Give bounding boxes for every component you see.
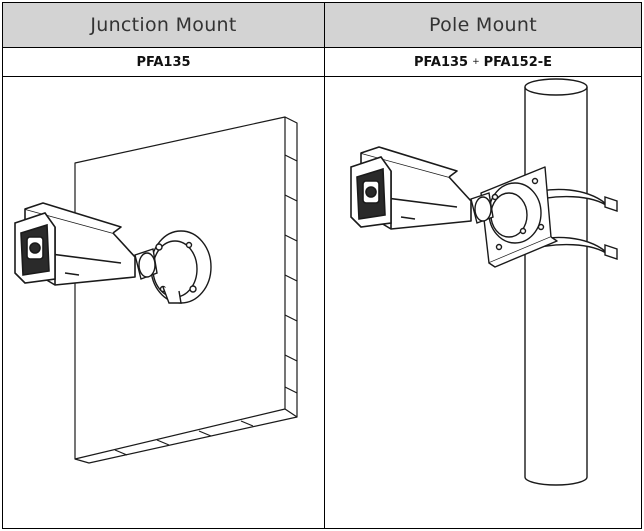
- table-image-row: [3, 77, 641, 528]
- model-pole-primary: PFA135: [413, 54, 469, 70]
- table-header-row: Junction Mount Pole Mount: [3, 3, 641, 48]
- model-junction: PFA135: [136, 54, 191, 70]
- model-pole-secondary: PFA152-E: [483, 54, 553, 70]
- model-cell-pole: PFA135 + PFA152-E: [325, 48, 641, 76]
- header-cell-pole: Pole Mount: [325, 3, 641, 47]
- table-model-row: PFA135 PFA135 + PFA152-E: [3, 48, 641, 77]
- pole-mount-illustration: [350, 78, 618, 486]
- image-cell-junction: [3, 77, 325, 528]
- model-cell-junction: PFA135: [3, 48, 325, 76]
- junction-mount-illustration: [14, 116, 298, 464]
- header-pole-mount: Pole Mount: [429, 14, 537, 36]
- header-junction-mount: Junction Mount: [90, 14, 237, 36]
- image-cell-pole: [325, 77, 641, 528]
- header-cell-junction: Junction Mount: [3, 3, 325, 47]
- model-pole-separator: +: [472, 57, 480, 67]
